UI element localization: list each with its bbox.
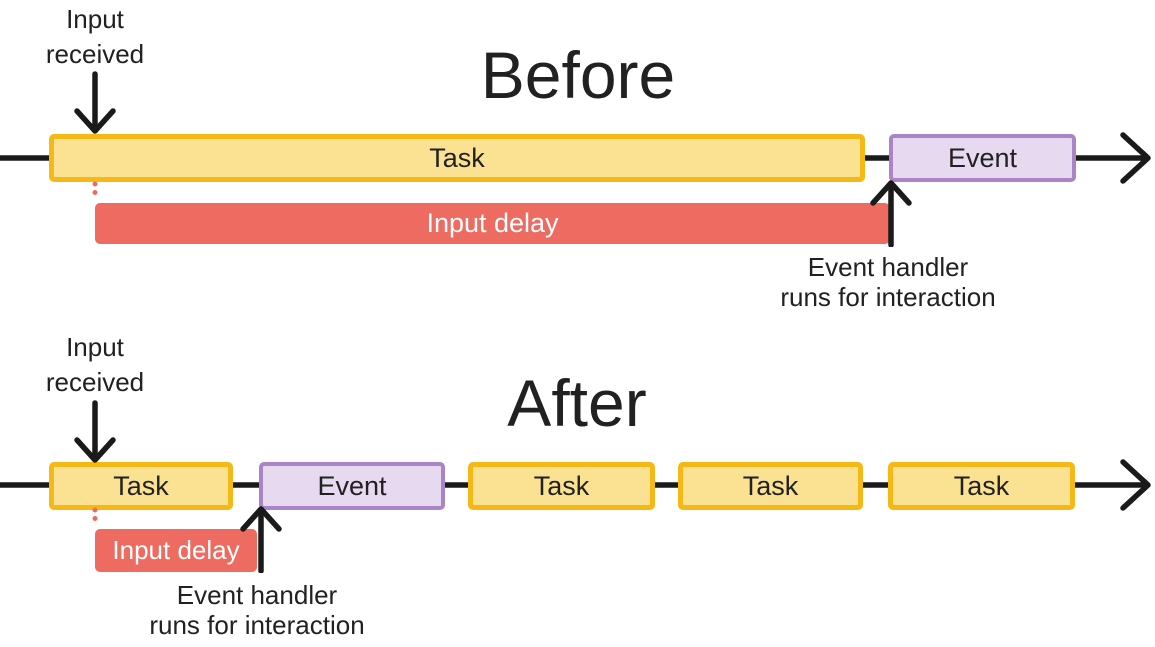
task-bar: Task	[49, 134, 865, 182]
task-box-label: Task	[533, 470, 590, 501]
task-box: Task	[888, 462, 1075, 510]
event-handler-label: Event handler runs for interaction	[738, 252, 1038, 312]
input-delay-label: Input delay	[426, 208, 559, 238]
event-box-label: Event	[317, 470, 387, 501]
input-received-label: Input received	[15, 330, 175, 400]
dotted-connector-icon	[92, 181, 98, 204]
task-box-label: Task	[953, 470, 1010, 501]
task-box-label: Task	[113, 470, 169, 501]
down-arrow-icon	[74, 400, 116, 463]
event-handler-label: Event handler runs for interaction	[107, 580, 407, 640]
input-received-line1: Input	[66, 332, 124, 362]
task-box: Task	[468, 462, 655, 510]
up-arrow-icon	[240, 506, 282, 573]
input-received-label: Input received	[15, 2, 175, 72]
task-box: Task	[49, 462, 233, 510]
event-handler-line2: runs for interaction	[149, 610, 365, 640]
event-handler-line1: Event handler	[807, 252, 969, 282]
before-title: Before	[480, 38, 676, 112]
input-delay-bar: Input delay	[95, 203, 890, 244]
up-arrow-icon	[870, 180, 912, 247]
input-received-line1: Input	[66, 4, 124, 34]
input-received-line2: received	[45, 39, 145, 69]
task-bar-label: Task	[429, 142, 485, 173]
input-delay-bar: Input delay	[95, 529, 257, 572]
event-handler-line2: runs for interaction	[780, 282, 996, 312]
task-box-label: Task	[742, 470, 799, 501]
dotted-connector-icon	[92, 507, 98, 530]
event-box: Event	[259, 462, 445, 510]
input-delay-label: Input delay	[112, 535, 240, 565]
event-box-label: Event	[947, 142, 1018, 173]
event-box: Event	[889, 134, 1076, 182]
down-arrow-icon	[74, 71, 116, 134]
event-handler-line1: Event handler	[176, 580, 338, 610]
task-box: Task	[678, 462, 863, 510]
input-received-line2: received	[45, 367, 145, 397]
after-title: After	[507, 366, 647, 440]
